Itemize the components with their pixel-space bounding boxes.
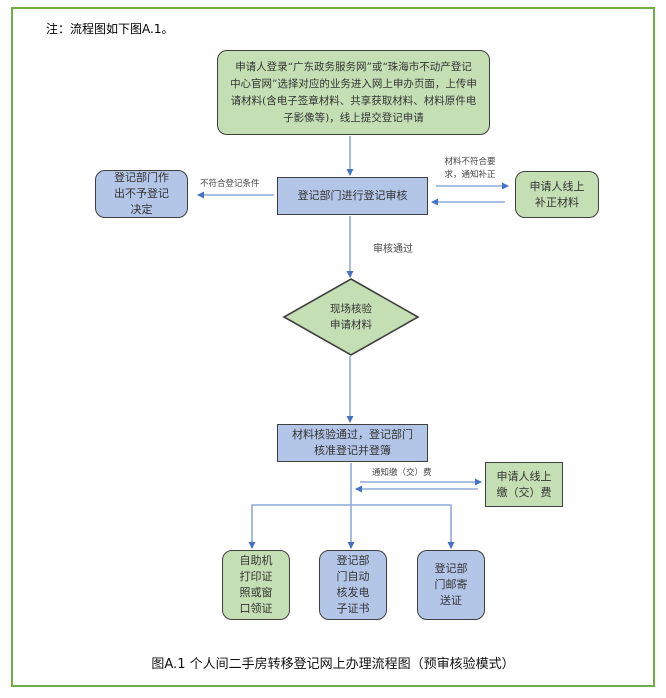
e-cert-node: 登记部门自动核发电子证书 [319, 550, 387, 620]
label-review-passed: 审核通过 [373, 244, 413, 255]
figure-caption: 图A.1 个人间二手房转移登记网上办理流程图（预审核验模式） [151, 657, 515, 672]
verify-node-text: 现场核验申请材料 [330, 303, 372, 331]
self-print-node-text: 自助机打印证照或窗口领证 [239, 554, 273, 615]
reject-node: 登记部门作出不予登记决定 [95, 170, 188, 218]
mail-node-text: 登记部门邮寄送证 [434, 562, 468, 607]
pay-node-text: 申请人线上缴（交）费 [496, 469, 552, 499]
supplement-node: 申请人线上补正材料 [515, 171, 599, 218]
review-node-text: 登记部门进行登记审核 [297, 189, 408, 202]
edge-branch-bar [251, 504, 452, 548]
supplement-node-text: 申请人线上补正材料 [529, 179, 585, 209]
approve-node-text: 材料核验通过，登记部门核准登记并登簿 [292, 428, 413, 457]
pay-node: 申请人线上缴（交）费 [485, 462, 563, 507]
note-text: 注：流程图如下图A.1。 [46, 22, 174, 36]
mail-node: 登记部门邮寄送证 [417, 550, 485, 620]
label-notify-pay: 通知缴（交）费 [372, 468, 432, 478]
reject-node-text: 登记部门作出不予登记决定 [114, 171, 169, 216]
approve-node: 材料核验通过，登记部门核准登记并登簿 [277, 424, 428, 462]
start-node: 申请人登录“广东政务服务网”或“珠海市不动产登记中心官网”选择对应的业务进入网上… [217, 50, 490, 135]
figure-frame [11, 7, 655, 687]
label-not-qualified: 不符合登记条件 [200, 179, 260, 189]
review-node: 登记部门进行登记审核 [277, 177, 428, 215]
self-print-node: 自助机打印证照或窗口领证 [222, 550, 290, 620]
verify-diamond [282, 278, 420, 356]
start-node-text: 申请人登录“广东政务服务网”或“珠海市不动产登记中心官网”选择对应的业务进入网上… [230, 60, 477, 124]
label-materials-incomplete: 材料不符合要求，通知补正 [444, 157, 496, 180]
e-cert-node-text: 登记部门自动核发电子证书 [336, 554, 370, 615]
